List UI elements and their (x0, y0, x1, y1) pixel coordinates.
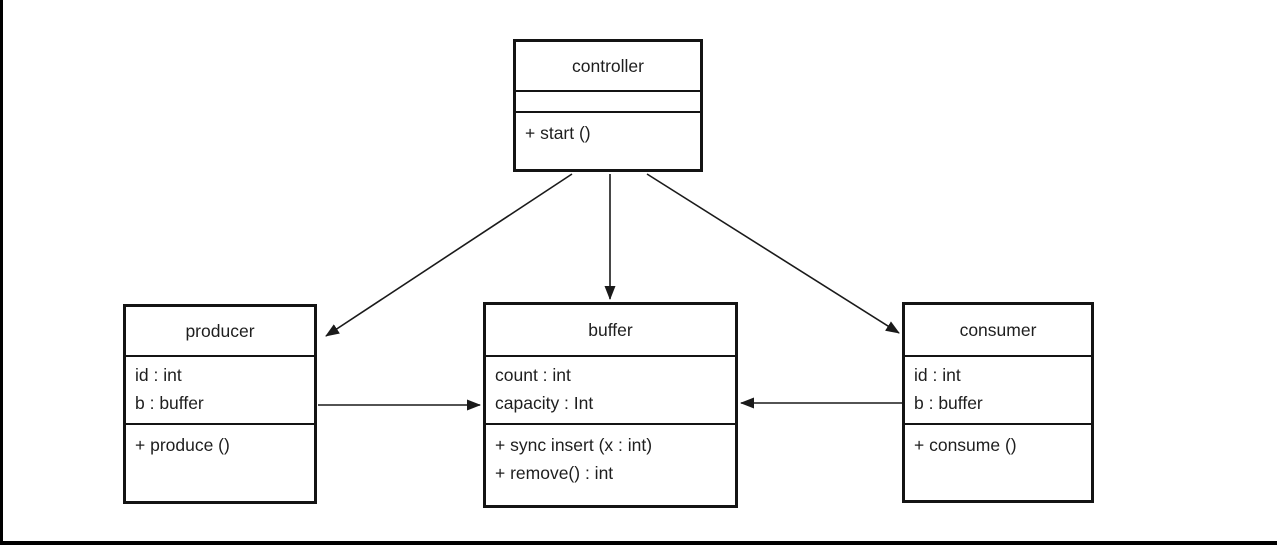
class-producer-name: producer (126, 307, 314, 357)
class-consumer-attributes: id : int b : buffer (905, 357, 1091, 425)
class-buffer-methods: + sync insert (x : int) + remove() : int (486, 425, 735, 505)
class-producer: producer id : int b : buffer + produce (… (123, 304, 317, 504)
attribute-label: b : buffer (914, 393, 983, 413)
class-consumer-methods: + consume () (905, 425, 1091, 500)
class-buffer: buffer count : int capacity : Int + sync… (483, 302, 738, 508)
class-controller-name: controller (516, 42, 700, 92)
attribute-label: capacity : Int (495, 393, 594, 413)
method-label: + start () (525, 123, 591, 143)
class-controller: controller + start () (513, 39, 703, 172)
class-consumer-name: consumer (905, 305, 1091, 357)
class-buffer-name: buffer (486, 305, 735, 357)
method-label: + consume () (914, 435, 1017, 455)
method-label: + sync insert (x : int) (495, 435, 653, 455)
class-controller-attributes (516, 92, 700, 113)
attribute-label: b : buffer (135, 393, 204, 413)
class-buffer-attributes: count : int capacity : Int (486, 357, 735, 425)
page-edge-bottom (0, 541, 1277, 545)
attribute-label: count : int (495, 365, 571, 385)
class-producer-attributes: id : int b : buffer (126, 357, 314, 425)
class-producer-methods: + produce () (126, 425, 314, 501)
attribute-label: id : int (914, 365, 961, 385)
attribute-label: id : int (135, 365, 182, 385)
method-label: + produce () (135, 435, 230, 455)
page-edge-left (0, 0, 3, 545)
class-consumer: consumer id : int b : buffer + consume (… (902, 302, 1094, 503)
method-label: + remove() : int (495, 463, 614, 483)
class-controller-methods: + start () (516, 113, 700, 169)
